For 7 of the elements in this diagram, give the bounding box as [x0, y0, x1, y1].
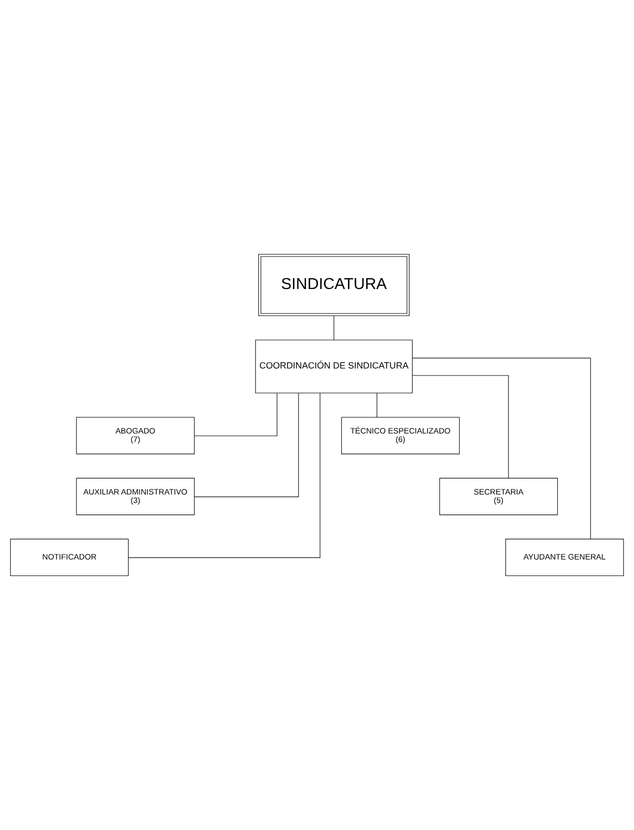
connector [194, 392, 278, 436]
connector [376, 392, 378, 418]
connector [412, 375, 509, 478]
node-box: COORDINACIÓN DE SINDICATURA [255, 340, 413, 394]
connector [194, 392, 299, 498]
connector [128, 392, 320, 558]
connector [412, 358, 591, 540]
